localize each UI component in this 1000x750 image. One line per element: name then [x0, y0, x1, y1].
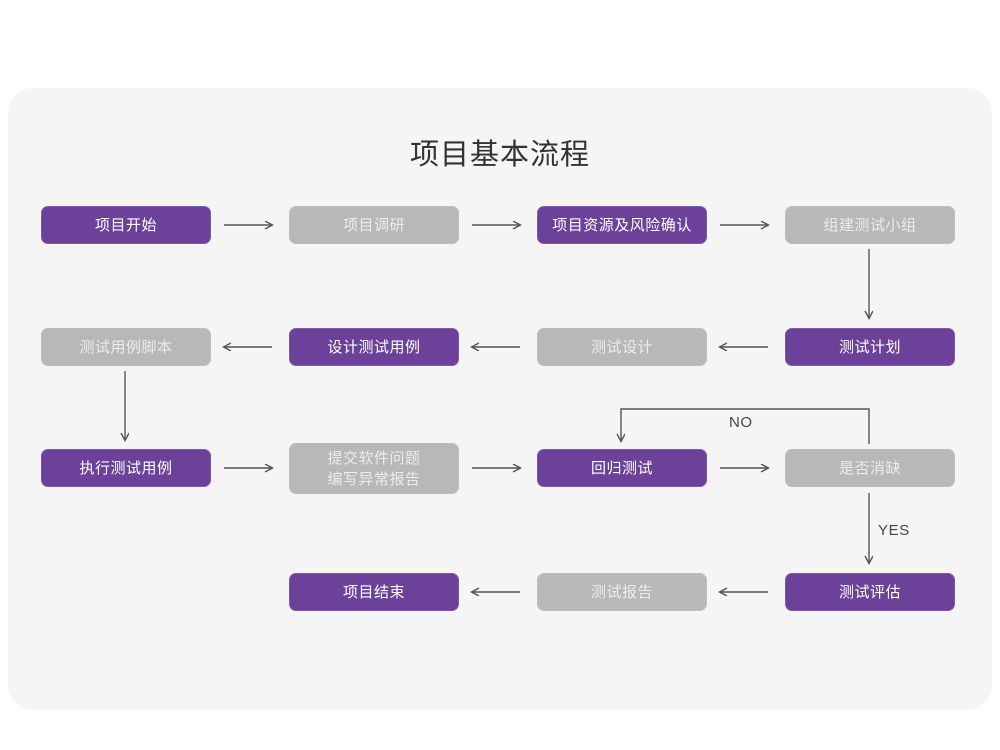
node-test-evaluation[interactable]: 测试评估 [785, 573, 955, 611]
node-regression-test[interactable]: 回归测试 [537, 449, 707, 487]
node-label: 提交软件问题 编写异常报告 [327, 449, 421, 488]
node-submit-issue-report[interactable]: 提交软件问题 编写异常报告 [289, 443, 459, 494]
node-form-test-team[interactable]: 组建测试小组 [785, 206, 955, 244]
edge-label-no: NO [729, 414, 753, 431]
node-test-report[interactable]: 测试报告 [537, 573, 707, 611]
node-project-research[interactable]: 项目调研 [289, 206, 459, 244]
node-test-design[interactable]: 测试设计 [537, 328, 707, 366]
edge-label-yes: YES [878, 522, 910, 539]
node-label: 测试报告 [590, 583, 653, 601]
node-label: 项目开始 [94, 216, 157, 234]
node-label: 项目调研 [342, 216, 405, 234]
node-resource-risk-confirm[interactable]: 项目资源及风险确认 [537, 206, 707, 244]
node-defects-cleared[interactable]: 是否消缺 [785, 449, 955, 487]
node-label: 执行测试用例 [79, 459, 173, 477]
node-label: 组建测试小组 [823, 216, 917, 234]
node-project-end[interactable]: 项目结束 [289, 573, 459, 611]
node-test-case-script[interactable]: 测试用例脚本 [41, 328, 211, 366]
node-label: 项目资源及风险确认 [552, 216, 692, 234]
node-execute-test-case[interactable]: 执行测试用例 [41, 449, 211, 487]
node-label: 测试用例脚本 [79, 338, 173, 356]
flowchart-card [8, 88, 992, 710]
node-project-start[interactable]: 项目开始 [41, 206, 211, 244]
page-title: 项目基本流程 [409, 139, 590, 171]
node-design-test-case[interactable]: 设计测试用例 [289, 328, 459, 366]
node-label: 测试评估 [838, 583, 901, 601]
node-label: 项目结束 [342, 583, 405, 601]
node-test-plan[interactable]: 测试计划 [785, 328, 955, 366]
node-label: 测试设计 [590, 338, 653, 356]
node-label: 测试计划 [838, 338, 901, 356]
node-label: 回归测试 [590, 459, 653, 477]
node-label: 是否消缺 [838, 459, 901, 477]
node-label: 设计测试用例 [327, 338, 421, 356]
